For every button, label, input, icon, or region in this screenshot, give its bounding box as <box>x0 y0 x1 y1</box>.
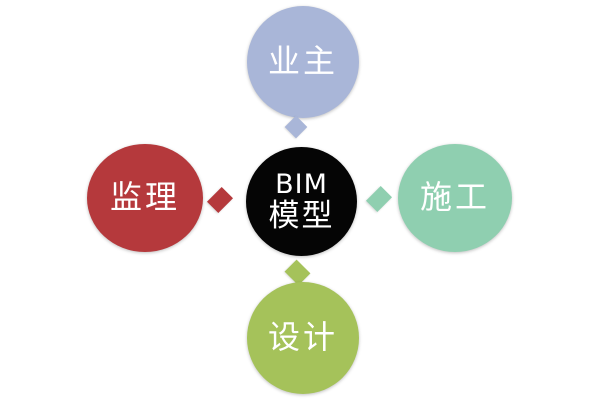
bim-model-node: BIM 模型 <box>246 147 357 256</box>
construction-label: 施工 <box>419 178 490 217</box>
right-connector-diamond <box>365 185 393 213</box>
design-label: 设计 <box>267 318 338 357</box>
supervision-node: 监理 <box>87 144 203 252</box>
supervision-label: 监理 <box>109 178 180 217</box>
model-label: 模型 <box>268 198 335 235</box>
top-connector-diamond <box>284 115 308 139</box>
design-node: 设计 <box>247 282 359 394</box>
bim-label: BIM <box>275 168 328 200</box>
owner-label: 业主 <box>267 42 338 81</box>
owner-node: 业主 <box>247 6 359 118</box>
left-connector-diamond <box>206 186 234 214</box>
construction-node: 施工 <box>398 144 512 252</box>
